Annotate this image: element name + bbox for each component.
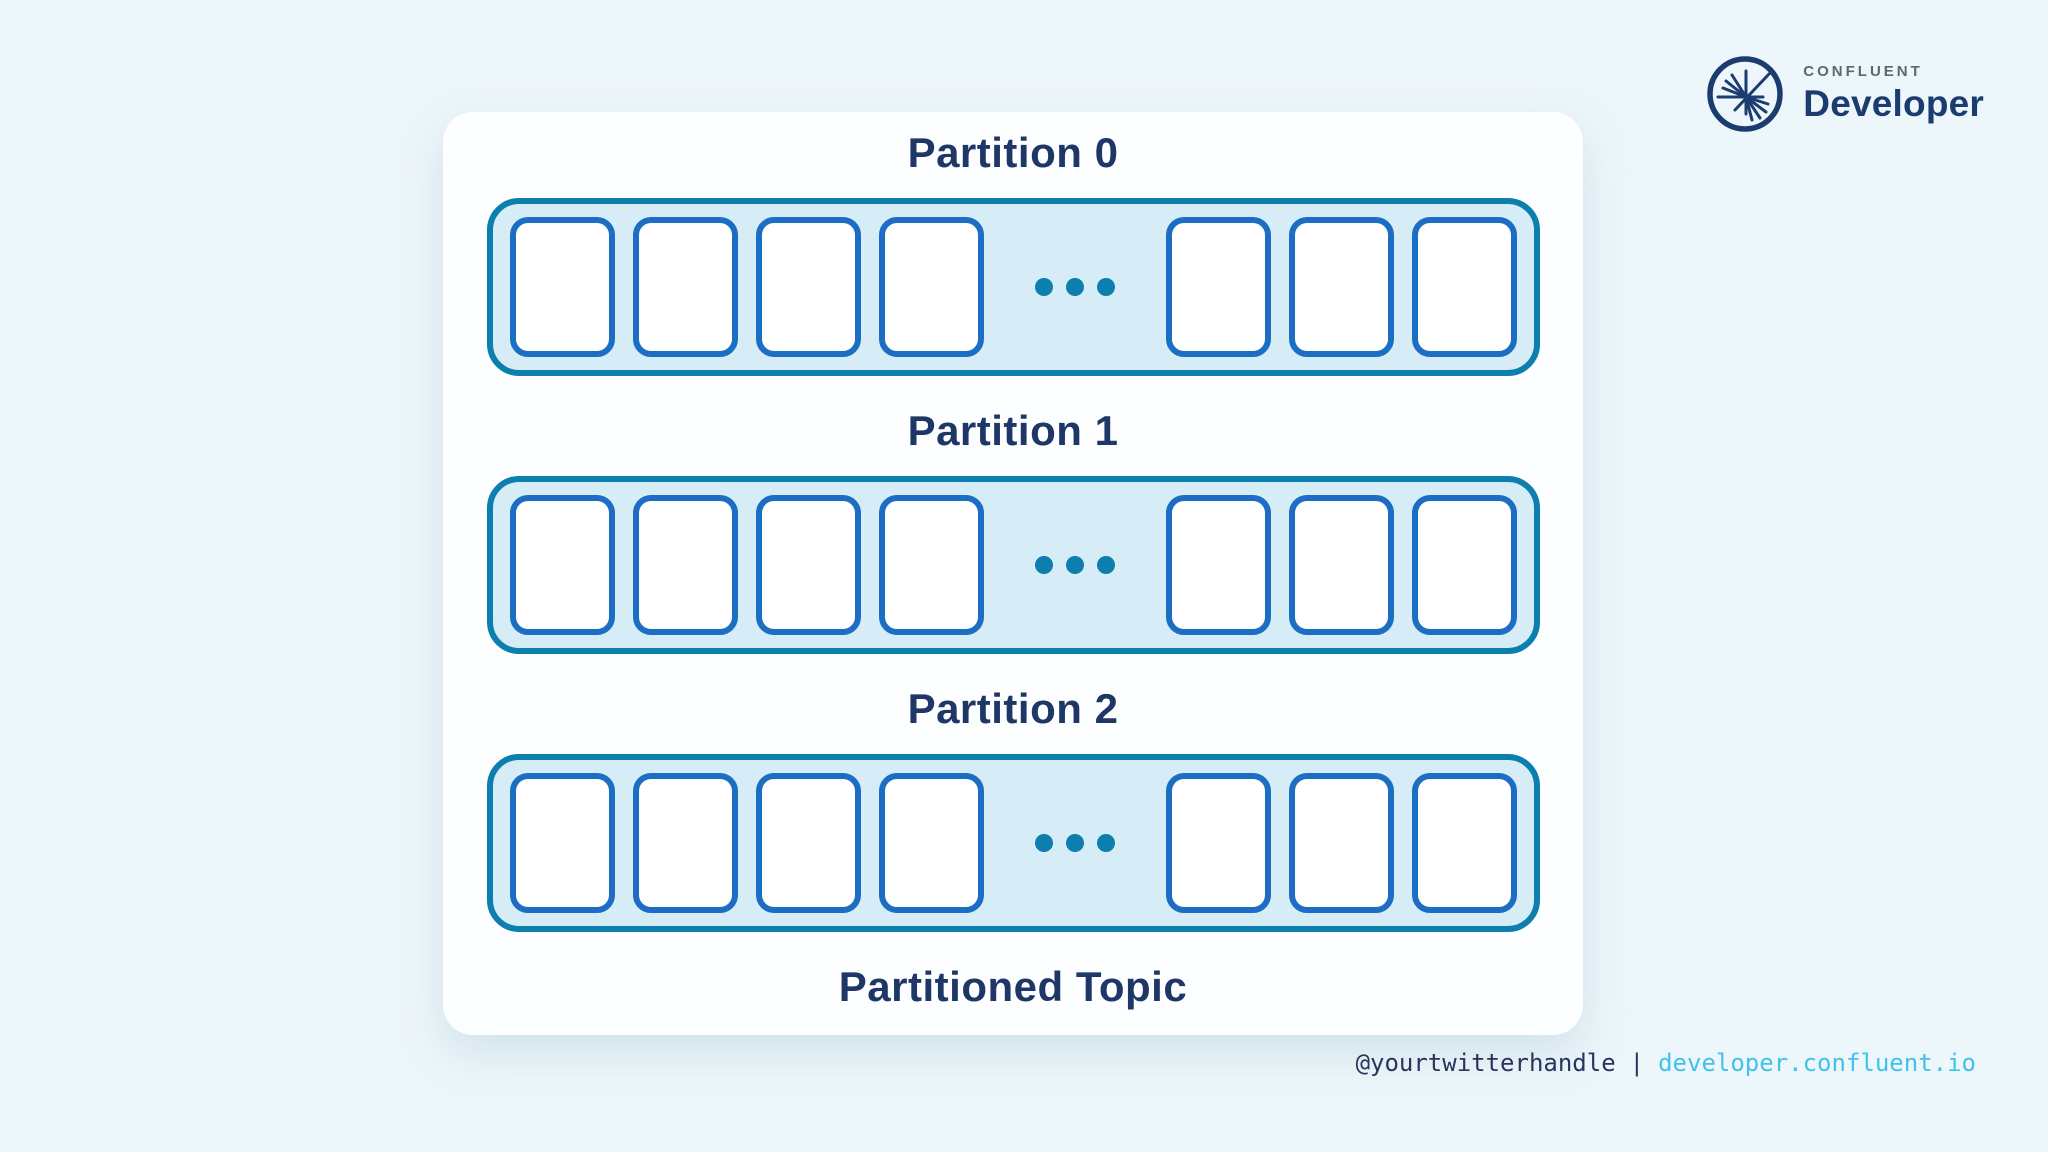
message-slot [1288,217,1394,357]
diagram-caption: Partitioned Topic [838,963,1188,1010]
dot-icon [1034,834,1053,852]
ellipsis-icon [984,278,1166,296]
message-slot [1411,495,1517,635]
message-slot [509,217,615,357]
message-slot [632,495,738,635]
footer-separator: | [1629,1049,1645,1077]
message-slot [1411,217,1517,357]
developer-site-link: developer.confluent.io [1658,1049,1976,1077]
partition-0-row [486,198,1540,376]
left-box-group [509,773,984,913]
message-slot [755,773,861,913]
dot-icon [1034,556,1053,574]
message-slot [1288,495,1394,635]
left-box-group [509,495,984,635]
message-slot [1165,495,1271,635]
message-slot [878,773,984,913]
logo-brand-label: CONFLUENT [1803,63,1923,80]
right-box-group [1165,217,1517,357]
footer-credit: @yourtwitterhandle | developer.confluent… [1356,1046,1976,1080]
message-slot [878,495,984,635]
message-slot [1288,773,1394,913]
message-slot [755,495,861,635]
dot-icon [1065,556,1084,574]
message-slot [755,217,861,357]
partition-2-title: Partition 2 [907,685,1119,732]
dot-icon [1034,278,1053,296]
message-slot [509,773,615,913]
message-slot [1165,773,1271,913]
logo-text: CONFLUENT Developer [1803,63,1984,125]
partition-1-row [486,476,1540,654]
confluent-developer-logo: CONFLUENT Developer [1705,54,1984,134]
message-slot [1165,217,1271,357]
message-slot [1411,773,1517,913]
message-slot [509,495,615,635]
partition-2-row [486,754,1540,932]
dot-icon [1065,834,1084,852]
message-slot [878,217,984,357]
confluent-spark-icon [1707,56,1784,132]
partition-1-title: Partition 1 [907,407,1119,454]
dot-icon [1096,834,1115,852]
message-slot [632,773,738,913]
twitter-handle-text: @yourtwitterhandle [1355,1049,1616,1077]
ellipsis-icon [984,556,1166,574]
partition-0-title: Partition 0 [907,129,1119,176]
left-box-group [509,217,984,357]
diagram-card: Partition 0 Partition 1 Partition 2 Part… [443,112,1583,1035]
right-box-group [1165,773,1517,913]
ellipsis-icon [984,834,1166,852]
dot-icon [1065,278,1084,296]
dot-icon [1096,556,1115,574]
right-box-group [1165,495,1517,635]
message-slot [632,217,738,357]
dot-icon [1096,278,1115,296]
logo-product-label: Developer [1803,83,1984,124]
